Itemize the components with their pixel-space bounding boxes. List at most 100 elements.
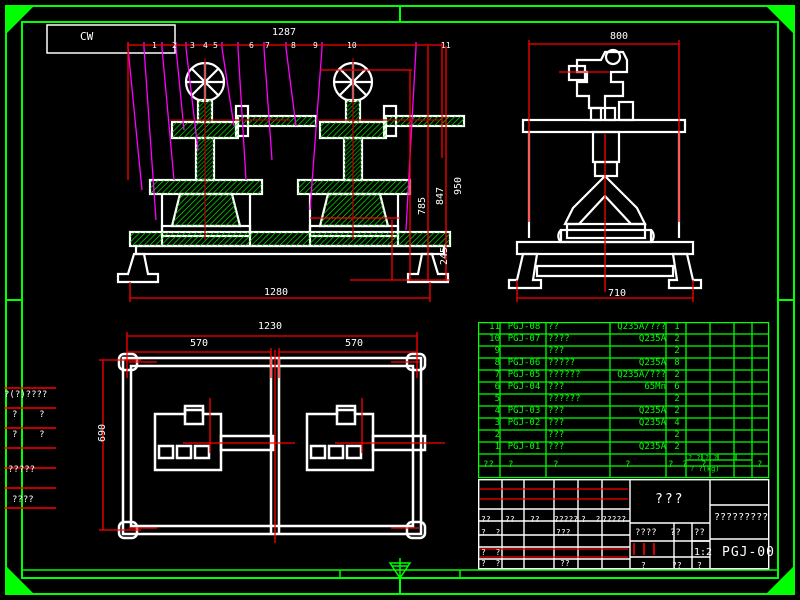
bom-cell-no: 6 [494, 382, 500, 392]
balloon-10: 10 [347, 41, 357, 50]
footer-cell-0: ? [641, 561, 646, 570]
rev-row1-value: ??? [556, 528, 571, 537]
bom-cell-no: 3 [494, 418, 500, 428]
bom-header-9: ? [757, 460, 763, 470]
dim-plan-depth: 690 [97, 423, 108, 442]
scale-value: 1:2 [694, 547, 713, 558]
bom-cell-qty: 2 [674, 406, 680, 416]
bom-cell-code: PGJ-07 [507, 334, 541, 344]
bom-header-1: ? [508, 460, 514, 470]
bom-header-3: ? [625, 460, 631, 470]
balloon-11: 11 [441, 41, 451, 50]
bom-cell-name: ??? [548, 382, 565, 392]
dim-front-bottom: 1280 [264, 287, 289, 298]
material-label: ???? [635, 528, 657, 538]
bom-cell-qty: 4 [674, 418, 680, 428]
bom-cell-material: Q235A/??? [617, 370, 666, 380]
front-elevation-view[interactable] [110, 30, 480, 310]
bom-cell-name: ??? [548, 346, 565, 356]
bom-cell-qty: 2 [674, 346, 680, 356]
dim-plan-overall: 1230 [258, 321, 283, 332]
bom-cell-qty: 2 [674, 394, 680, 404]
bom-cell-no: 10 [489, 334, 500, 344]
bom-cell-material: Q235A [638, 442, 666, 452]
balloon-9: 9 [313, 41, 318, 50]
dim-front-top: 1287 [272, 27, 297, 38]
cw-label-box [46, 24, 176, 54]
footer-cell-1: ?? [672, 561, 682, 570]
cw-label-text: CW [80, 30, 94, 43]
rev-header-3: ????? [554, 515, 579, 524]
dim-front-height-245: 245 [439, 246, 450, 265]
bom-cell-no: 7 [494, 370, 500, 380]
balloon-6: 6 [249, 41, 254, 50]
rev-header-2: ?? [530, 515, 540, 524]
bom-cell-code: PGJ-08 [507, 322, 541, 332]
bom-header-0: ?? [483, 460, 494, 470]
bom-cell-qty: 6 [674, 382, 680, 392]
bom-cell-material: Q235A [638, 406, 666, 416]
rev-header-1: ?? [505, 515, 515, 524]
rev-row1-label: ? ? [481, 528, 501, 537]
left-margin-block [4, 387, 56, 509]
title-block-grid [478, 479, 770, 570]
bom-cell-name: ??? [548, 430, 565, 440]
company-name: ????????? [714, 512, 769, 523]
bom-header-6: ? [701, 460, 707, 470]
bom-header-4: ? [668, 460, 674, 470]
bom-table-grid [478, 322, 770, 479]
left-margin-row-1: ? ? [12, 410, 45, 420]
bom-cell-code: PGJ-04 [507, 382, 541, 392]
bom-cell-name: ??? [548, 406, 565, 416]
bom-cell-qty: 2 [674, 430, 680, 440]
bom-cell-name: ?????? [548, 394, 581, 404]
bom-cell-no: 1 [494, 442, 500, 452]
stage-label: ?? [670, 528, 681, 538]
bom-header-weight-sub: ? ? ? ? [688, 454, 718, 462]
rev-header-0: ?? [481, 515, 491, 524]
side-elevation-view[interactable] [505, 30, 745, 310]
bom-cell-no: 8 [494, 358, 500, 368]
bom-cell-name: ??? [548, 418, 565, 428]
footer-cell-2: ? [697, 561, 702, 570]
rev-row3-value: ?? [560, 559, 570, 568]
bom-cell-qty: 1 [674, 322, 680, 332]
bom-cell-no: 5 [494, 394, 500, 404]
bom-cell-material: Q235A/??? [617, 322, 666, 332]
bom-cell-code: PGJ-06 [507, 358, 541, 368]
rev-header-5: ????? [602, 515, 627, 524]
bom-cell-no: 9 [494, 346, 500, 356]
dim-side-bottom: 710 [608, 288, 627, 299]
balloon-2: 2 [172, 41, 177, 50]
balloon-4: 4 [203, 41, 208, 50]
rev-row2-label: ? ? [481, 548, 501, 557]
left-margin-row-2: ? ? [12, 430, 45, 440]
bom-cell-material: Q235A [638, 358, 666, 368]
balloon-7: 7 [265, 41, 270, 50]
bom-cell-name: ?????? [548, 370, 581, 380]
dim-front-height-847: 847 [435, 186, 446, 205]
dim-plan-right-bay: 570 [345, 338, 364, 349]
plan-view[interactable] [85, 318, 455, 543]
rev-header-4: ? ? [581, 515, 601, 524]
bom-cell-qty: 8 [674, 358, 680, 368]
dim-side-top: 800 [610, 31, 629, 42]
bom-cell-code: PGJ-02 [507, 418, 541, 428]
rev-row3-label: ? ? [481, 559, 501, 568]
left-margin-row-0: ?(?)???? [4, 390, 48, 400]
bom-cell-name: ??? [548, 442, 565, 452]
sheet-label: ?? [694, 528, 705, 538]
dim-front-height-785: 785 [417, 196, 428, 215]
bom-cell-name: ???? [548, 334, 570, 344]
dim-front-height-950: 950 [453, 176, 464, 195]
bom-cell-material: Q235A [638, 418, 666, 428]
bom-cell-name: ????? [548, 358, 576, 368]
drawing-title: ??? [655, 492, 685, 507]
bom-cell-no: 2 [494, 430, 500, 440]
dim-plan-left-bay: 570 [190, 338, 209, 349]
balloon-8: 8 [291, 41, 296, 50]
bom-cell-no: 4 [494, 406, 500, 416]
bom-cell-name: ?? [548, 322, 559, 332]
left-margin-row-4: ???? [12, 495, 34, 505]
